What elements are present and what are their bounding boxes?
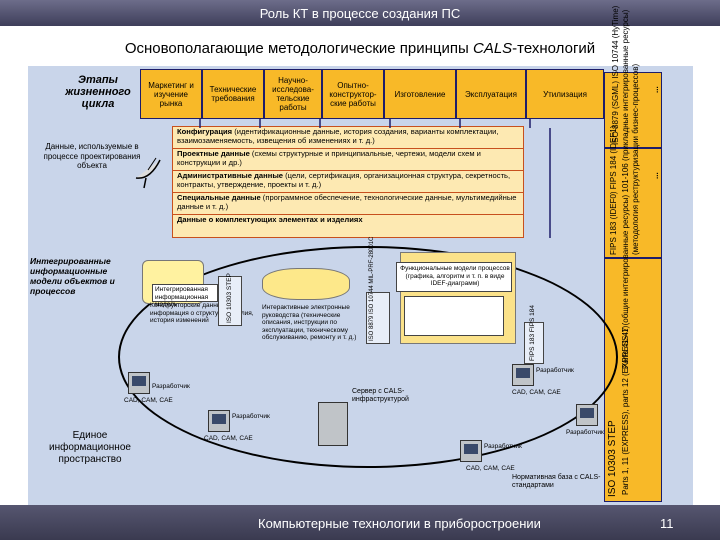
std-step-small: ISO 10303 STEP: [218, 273, 242, 326]
std-idef-cell: FIPS 183 (IDEF0) FIPS 184 (IDEF1) (метод…: [604, 64, 662, 258]
stage-disposal: Утилизация: [526, 69, 604, 119]
stage-operation: Эксплуатация: [456, 69, 526, 119]
stage-requirements: Технические требования: [202, 69, 264, 119]
data-used-label: Данные, используемые в процессе проектир…: [43, 142, 141, 170]
ws-cad-label: CAD, CAM, CAE: [204, 435, 253, 442]
ws-developer-label: Разработчик: [232, 413, 270, 420]
product-data-doc-text: Интерактивные электронные руководства (т…: [262, 304, 357, 342]
workstation-icon: [576, 404, 598, 426]
stage-manufacturing: Изготовление: [384, 69, 456, 119]
data-category: Данные о комплектующих элементах и издел…: [177, 215, 363, 224]
slide-subtitle: Основополагающие методологические принци…: [124, 40, 596, 57]
slide-title: Роль КТ в процессе создания ПС: [259, 5, 461, 21]
info-space-ellipse: [118, 246, 618, 468]
ws-developer-label: Разработчик: [566, 429, 604, 436]
footer: Компьютерные технологии в приборостроени…: [0, 505, 720, 540]
footer-text: Компьютерные технологии в приборостроени…: [258, 516, 541, 531]
workstation-icon: [128, 372, 150, 394]
lifecycle-stages: Маркетинг и изучение рынка Технические т…: [140, 69, 604, 119]
data-category: Конфигурация (идентификационные данные, …: [173, 127, 523, 149]
stage-marketing: Маркетинг и изучение рынка: [140, 69, 202, 119]
workstation-icon: [208, 410, 230, 432]
stage-research: Научно-исследова-тельские работы: [264, 69, 322, 119]
std-def-small: ISO 8879 ISO 10744 MIL-PRF-28001C: [366, 237, 390, 344]
standards-column: ISO 8879 (SGML) ISO 10744 (HyTime) ... F…: [604, 6, 662, 502]
connector-arrows: [199, 118, 551, 238]
server-label: Сервер с CALS-инфраструктурой: [352, 388, 409, 403]
ws-cad-label: CAD, CAM, CAE: [512, 389, 561, 396]
std-step-cell: ISO 10303 STEP Parts 1, 11 (EXPRESS), pa…: [604, 10, 662, 502]
page-number: 11: [660, 516, 674, 531]
data-category: Административные данные (цели, сертифика…: [173, 171, 523, 193]
ws-developer-label: Разработчик: [152, 383, 190, 390]
integrated-info-box: Интегрированная информационная модель: [152, 284, 218, 308]
stage-design: Опытно-конструктор-ские работы: [322, 69, 384, 119]
satellite-dish-icon: [135, 157, 161, 189]
data-categories: Конфигурация (идентификационные данные, …: [172, 126, 524, 238]
std-fips-small: FIPS 183 FIPS 184: [524, 305, 544, 364]
idef-diagram-box: [404, 296, 504, 336]
title-bar: Роль КТ в процессе создания ПС: [0, 0, 720, 26]
lifecycle-label: Этапы жизненного цикла: [65, 74, 131, 110]
ws-developer-label: Разработчик: [484, 443, 522, 450]
workstation-icon: [512, 364, 534, 386]
integrated-models-label: Интегрированные информационные модели об…: [30, 256, 115, 296]
data-category: Специальные данные (программное обеспече…: [173, 193, 523, 215]
unified-space-label: Единое информационное пространство: [49, 430, 131, 465]
ws-developer-label: Разработчик: [536, 367, 574, 374]
data-category: Проектные данные (схемы структурные и пр…: [173, 149, 523, 171]
functional-models-box: Функциональные модели процессов (графика…: [396, 262, 512, 292]
ws-cad-label: CAD, CAM, CAE: [466, 465, 515, 472]
product-models-text: Конструкторские данные, информация о стр…: [150, 302, 254, 325]
server-icon: [318, 402, 348, 446]
disc-stack-icon: [262, 268, 350, 300]
workstation-icon: [460, 440, 482, 462]
normative-base-label: Нормативная база с CALS-стандартами: [512, 474, 601, 489]
std-sgml-cell: ISO 8879 (SGML) ISO 10744 (HyTime) ...: [604, 6, 662, 148]
ws-cad-label: CAD, CAM, CAE: [124, 397, 173, 404]
